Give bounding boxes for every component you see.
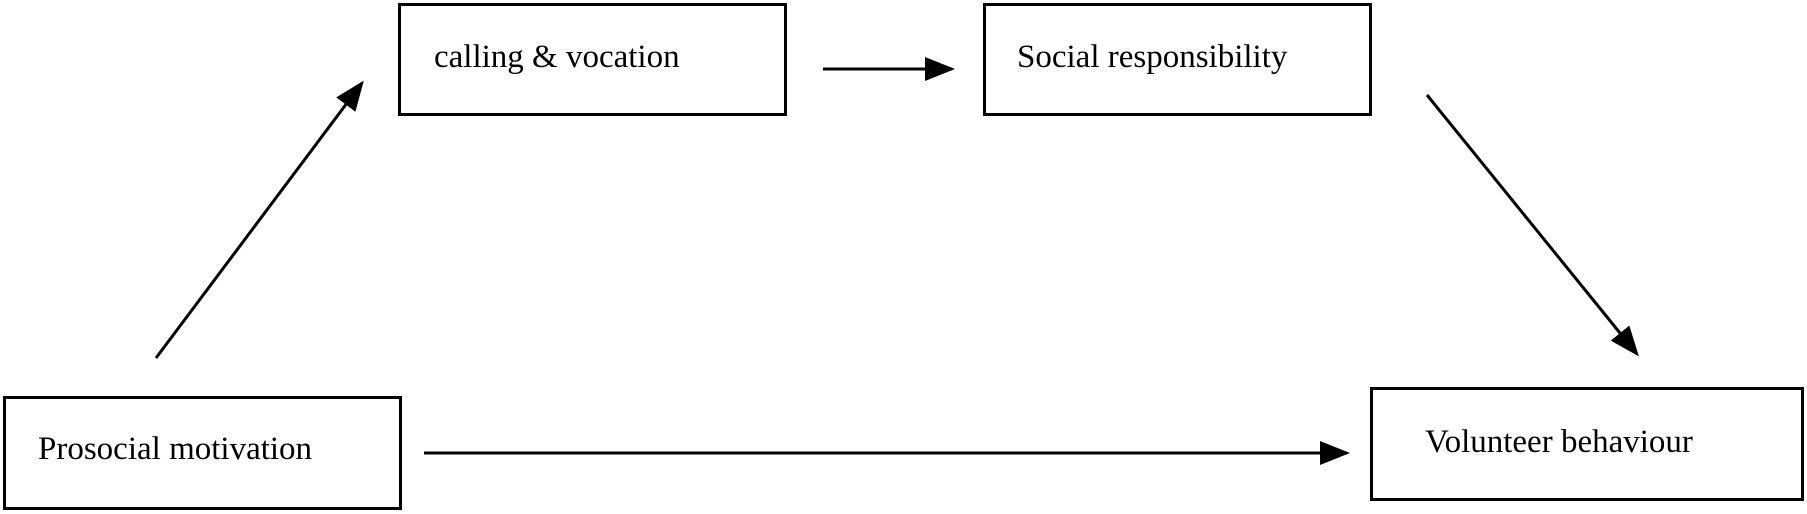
node-social-responsibility: Social responsibility	[983, 3, 1372, 116]
arrow-prosocial-to-calling	[154, 80, 364, 359]
node-volunteer-behaviour: Volunteer behaviour	[1370, 387, 1804, 501]
node-social-responsibility-label: Social responsibility	[1017, 39, 1288, 75]
node-calling-vocation: calling & vocation	[398, 3, 787, 116]
node-prosocial-motivation: Prosocial motivation	[3, 396, 402, 510]
node-volunteer-behaviour-label: Volunteer behaviour	[1425, 424, 1693, 460]
node-prosocial-motivation-label: Prosocial motivation	[38, 431, 313, 467]
arrow-social-to-volunteer	[1425, 94, 1639, 357]
node-calling-vocation-label: calling & vocation	[434, 39, 680, 75]
